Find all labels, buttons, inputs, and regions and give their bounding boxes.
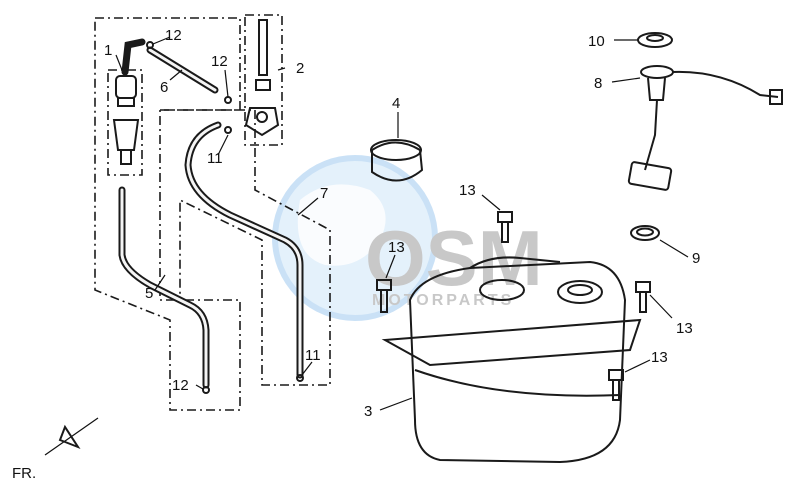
- clamp-11-bottom: [296, 374, 304, 382]
- callout-12-mid: 12: [211, 53, 228, 70]
- callout-6: 6: [160, 79, 168, 96]
- callout-4: 4: [392, 95, 400, 112]
- bolt-13-b: [376, 279, 392, 313]
- callout-13-bottom: 13: [651, 349, 668, 366]
- callout-8: 8: [594, 75, 602, 92]
- bolt-13-d: [608, 369, 624, 401]
- callout-5: 5: [145, 285, 153, 302]
- callout-9: 9: [692, 250, 700, 267]
- callout-1: 1: [104, 42, 112, 59]
- callout-11-lower: 11: [305, 347, 321, 364]
- clamp-12-top: [146, 41, 154, 49]
- filter-group-box: [107, 69, 143, 176]
- hose-6: [146, 46, 219, 94]
- fuel-level-sender: [627, 65, 783, 191]
- bolt-13-a: [497, 211, 513, 243]
- callout-13-right: 13: [676, 320, 693, 337]
- fuel-filter: [112, 75, 140, 165]
- callout-12-top: 12: [165, 27, 182, 44]
- callout-13-left: 13: [388, 239, 405, 256]
- hose-upper-short: [121, 38, 146, 76]
- callout-11-upper: 11: [207, 150, 223, 167]
- watermark-logo: OSM MOTORPARTS: [272, 155, 543, 321]
- callout-7: 7: [320, 185, 328, 202]
- leader-lines: [115, 36, 689, 411]
- hose-group-outline-right: [160, 109, 331, 386]
- front-direction-arrow: [44, 417, 99, 456]
- ring-nut: [637, 32, 673, 48]
- callout-2: 2: [296, 60, 304, 77]
- callout-12-bottom: 12: [172, 377, 189, 394]
- hose-7: [184, 121, 304, 379]
- callout-10: 10: [588, 33, 605, 50]
- fuel-valve-group-box: [244, 14, 283, 146]
- gasket: [630, 225, 660, 241]
- fuel-cap: [370, 139, 424, 182]
- watermark-subtitle: MOTORPARTS: [372, 292, 514, 309]
- fuel-valve: [244, 19, 280, 137]
- clamp-12-right: [224, 96, 232, 104]
- callout-13-top: 13: [459, 182, 476, 199]
- front-direction-label: FR.: [12, 465, 36, 482]
- clamp-12-bottom: [202, 386, 210, 394]
- callout-3: 3: [364, 403, 372, 420]
- hose-5: [118, 186, 210, 389]
- fuel-tank: [381, 256, 642, 464]
- clamp-11-top: [224, 126, 232, 134]
- bolt-13-c: [635, 281, 651, 313]
